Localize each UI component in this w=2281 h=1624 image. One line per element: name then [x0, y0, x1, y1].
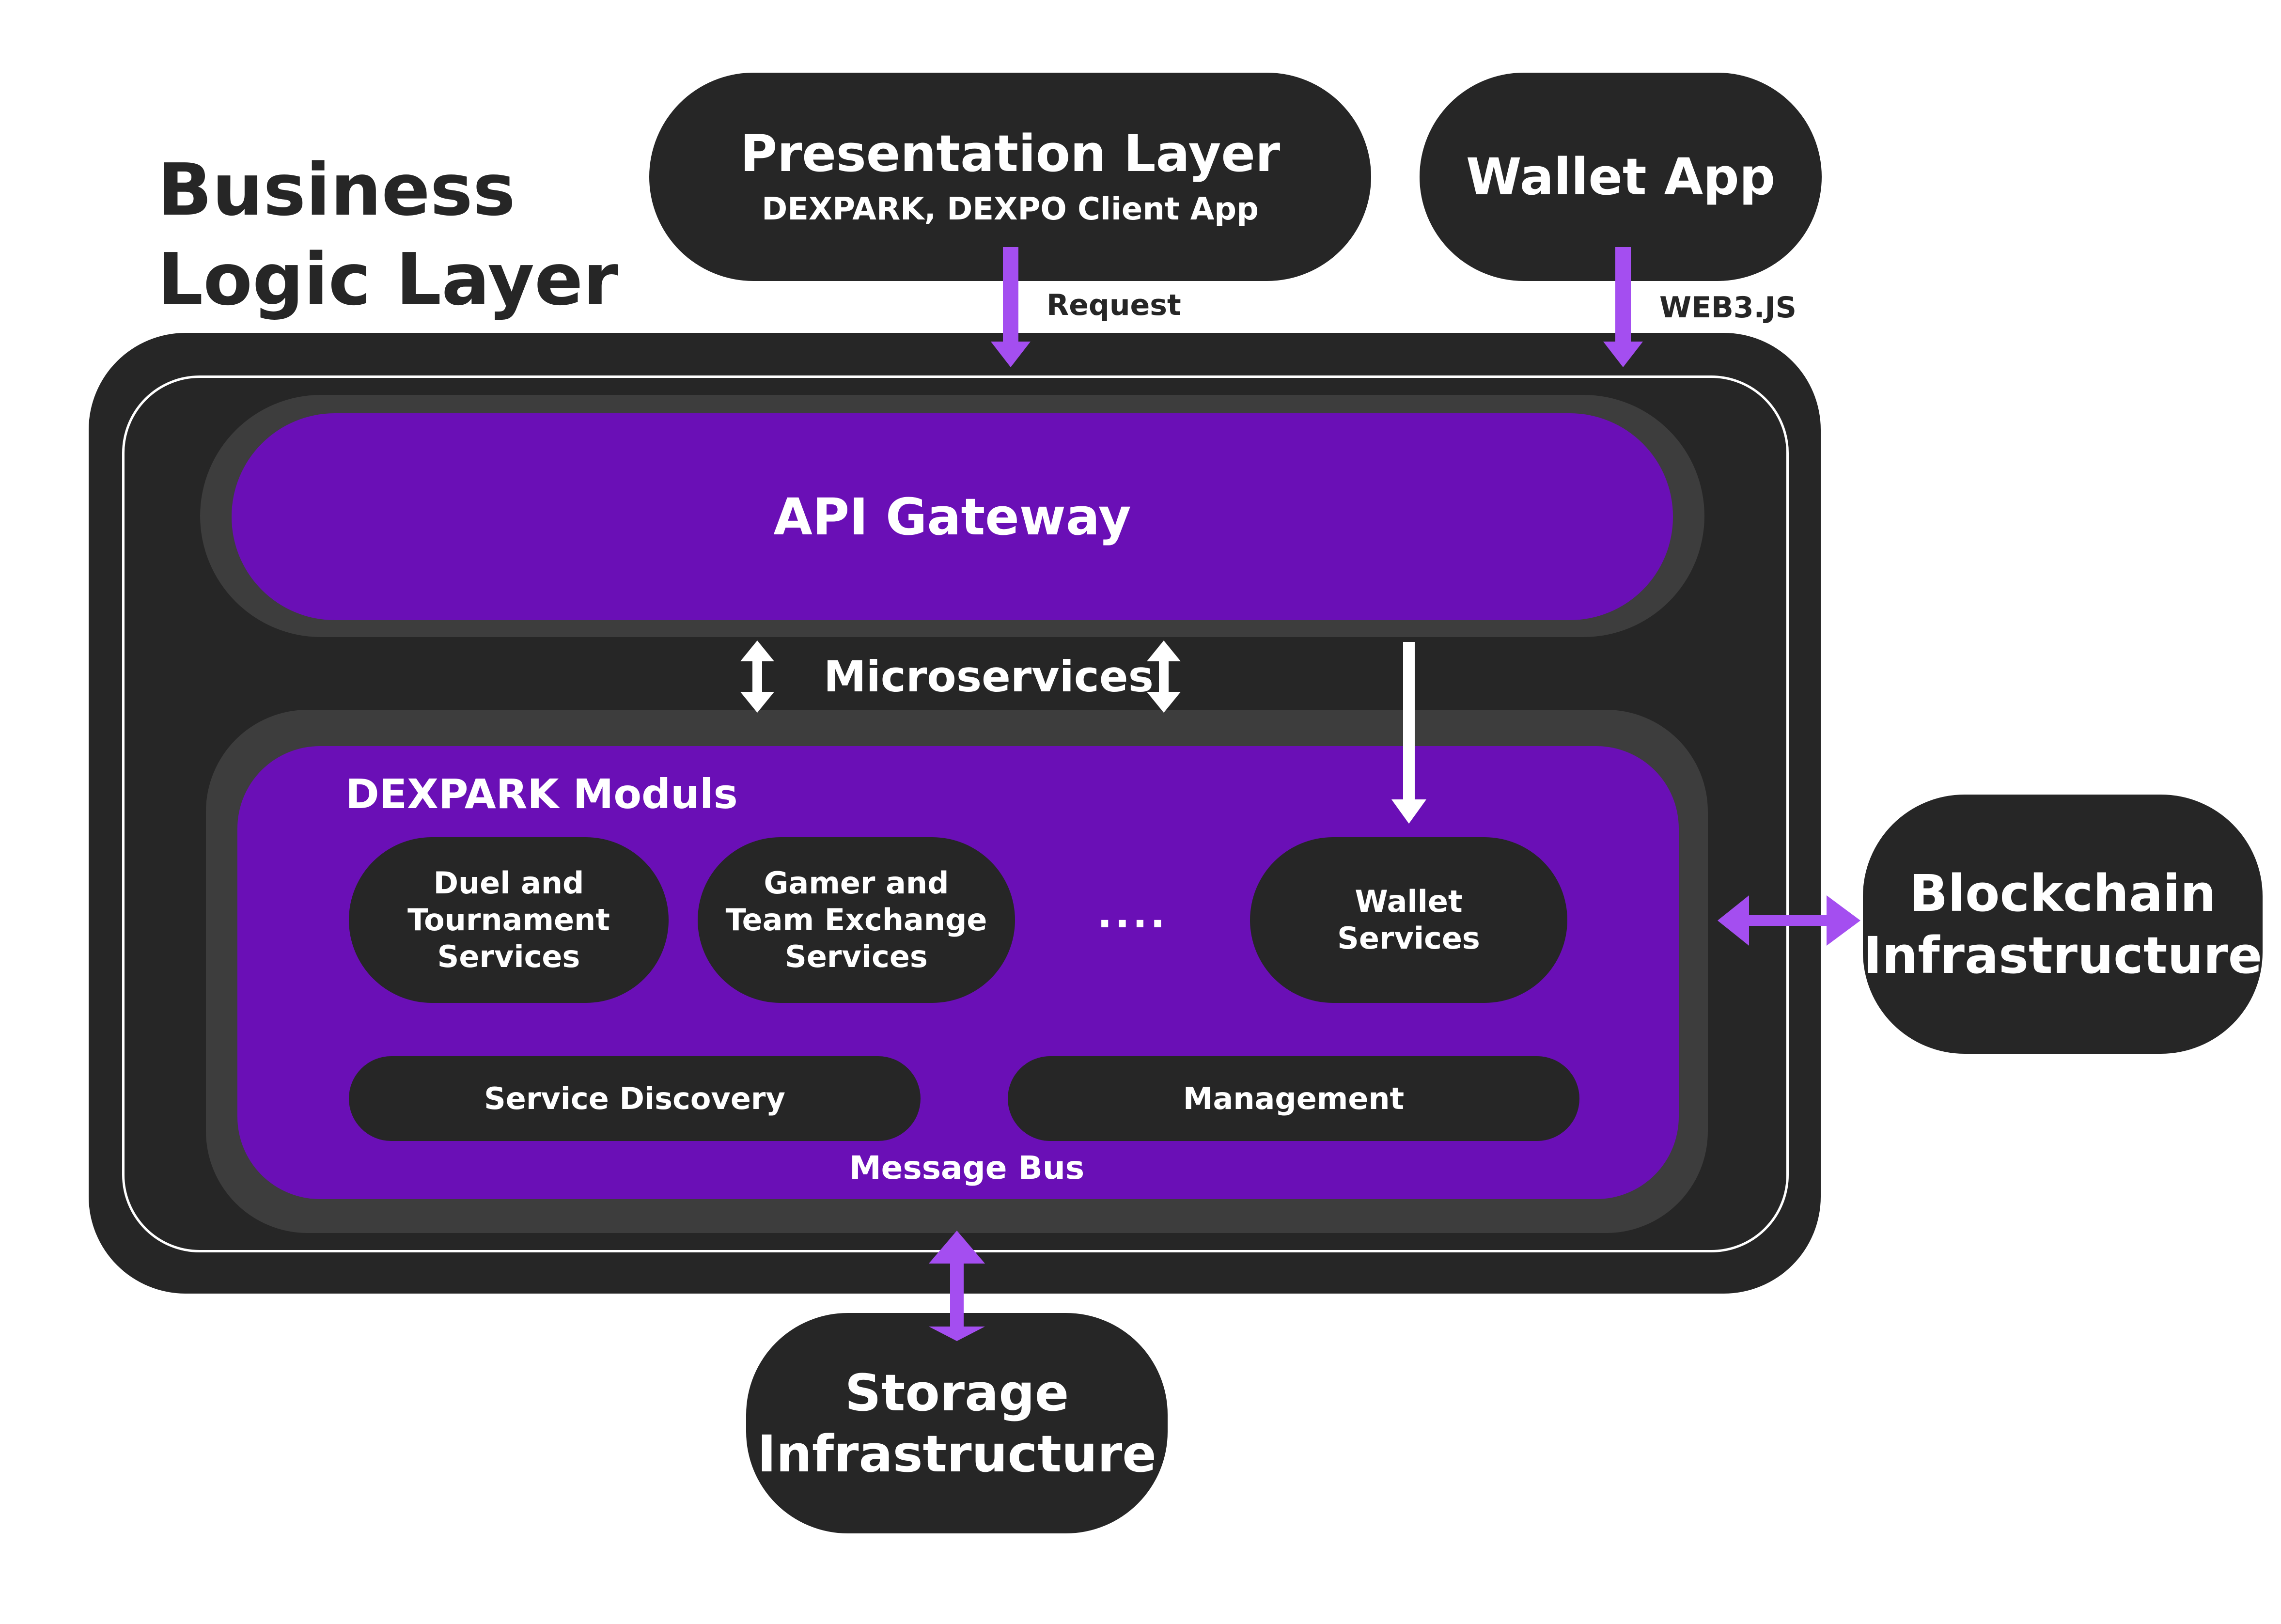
storage-line-2: Infrastructure — [757, 1424, 1156, 1483]
blockchain-line-1: Blockchain — [1909, 863, 2216, 923]
duel-tournament-line-2: Tournament — [407, 902, 610, 937]
storage-double-arrow — [929, 1231, 985, 1341]
page-title: Business Logic Layer — [157, 145, 618, 325]
microservices-left-double-arrow-icon — [740, 640, 774, 713]
api-gateway-title: API Gateway — [773, 487, 1131, 547]
request-arrow — [991, 247, 1031, 367]
modules-title: DEXPARK Moduls — [345, 770, 738, 818]
microservices-right-double-arrow-icon — [1147, 640, 1181, 713]
message-bus-label: Message Bus — [849, 1149, 1085, 1187]
wallet-services: Wallet Services — [1250, 837, 1567, 1003]
blockchain-line-2: Infrastructure — [1863, 925, 2263, 985]
wallet-services-arrow — [1391, 642, 1426, 824]
management-label: Management — [1183, 1081, 1405, 1116]
duel-tournament-line-1: Duel and — [433, 865, 584, 901]
services-ellipsis: .... — [1097, 891, 1168, 937]
presentation-layer-subtitle: DEXPARK, DEXPO Client App — [762, 191, 1259, 227]
gamer-team-exchange-services: Gamer and Team Exchange Services — [698, 837, 1015, 1003]
storage-line-1: Storage — [844, 1363, 1069, 1422]
storage-infrastructure-box: Storage Infrastructure — [746, 1313, 1168, 1533]
wallet-app-title: Wallet App — [1466, 147, 1776, 206]
duel-tournament-line-3: Services — [437, 939, 580, 974]
web3-label: WEB3.JS — [1659, 291, 1797, 325]
wallet-services-line-2: Services — [1337, 921, 1480, 956]
presentation-layer-box: Presentation Layer DEXPARK, DEXPO Client… — [649, 73, 1371, 281]
blockchain-double-arrow — [1718, 895, 1860, 946]
gamer-team-line-1: Gamer and — [764, 865, 949, 901]
presentation-layer-title: Presentation Layer — [740, 124, 1281, 183]
management-bar: Management — [1008, 1056, 1579, 1141]
web3-arrow — [1603, 247, 1643, 367]
page-title-line-2: Logic Layer — [157, 238, 619, 321]
wallet-services-line-1: Wallet — [1355, 884, 1463, 919]
blockchain-infrastructure-box: Blockchain Infrastructure — [1863, 795, 2263, 1054]
api-gateway-box: API Gateway — [232, 413, 1673, 620]
wallet-app-box: Wallet App — [1420, 73, 1822, 281]
gamer-team-line-3: Services — [785, 939, 928, 974]
microservices-label: Microservices — [824, 652, 1154, 702]
page-title-line-1: Business — [157, 148, 516, 232]
service-discovery-label: Service Discovery — [484, 1081, 785, 1116]
request-label: Request — [1047, 288, 1181, 322]
gamer-team-line-2: Team Exchange — [725, 902, 987, 937]
service-discovery-bar: Service Discovery — [349, 1056, 921, 1141]
duel-tournament-services: Duel and Tournament Services — [349, 837, 669, 1003]
